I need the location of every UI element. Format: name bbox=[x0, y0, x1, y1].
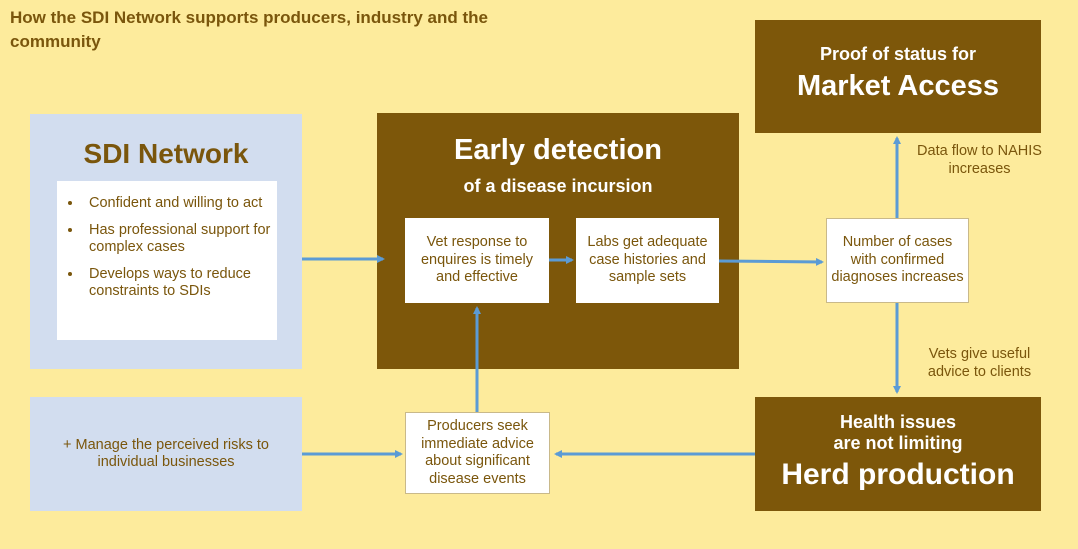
manage-risks-box: + Manage the perceived risks to individu… bbox=[30, 397, 302, 511]
vet-response-box: Vet response to enquires is timely and e… bbox=[405, 218, 549, 303]
early-detection-heading: Early detection bbox=[454, 134, 662, 166]
herd-production-box bbox=[755, 397, 1041, 511]
market-access-line2: Market Access bbox=[796, 70, 1000, 102]
sdi-bullets-box: Confident and willing to act Has profess… bbox=[57, 181, 277, 340]
vets-advice-label: Vets give useful advice to clients bbox=[927, 346, 1032, 380]
data-flow-label: Data flow to NAHIS increases bbox=[917, 143, 1042, 177]
herd-line1: Health issues bbox=[839, 412, 957, 432]
herd-line3: Herd production bbox=[781, 458, 1015, 491]
diagram-title: How the SDI Network supports producers, … bbox=[10, 8, 488, 51]
sdi-point-constraints: Develops ways to reduce constraints to S… bbox=[83, 266, 271, 301]
labs-box: Labs get adequate case histories and sam… bbox=[576, 218, 719, 303]
arrow-early-to-cases bbox=[718, 257, 824, 266]
market-access-box bbox=[755, 20, 1041, 133]
sdi-network-heading: SDI Network bbox=[83, 138, 249, 169]
sdi-point-confident: Confident and willing to act bbox=[83, 195, 271, 213]
early-detection-subheading: of a disease incursion bbox=[463, 176, 653, 196]
market-access-line1: Proof of status for bbox=[820, 44, 976, 64]
sdi-bullet-list: Confident and willing to act Has profess… bbox=[63, 195, 271, 301]
producers-advice-box: Producers seek immediate advice about si… bbox=[405, 412, 550, 494]
sdi-point-support: Has professional support for complex cas… bbox=[83, 222, 271, 257]
herd-line2: are not limiting bbox=[833, 433, 963, 453]
confirmed-cases-box: Number of cases with confirmed diagnoses… bbox=[826, 218, 969, 303]
